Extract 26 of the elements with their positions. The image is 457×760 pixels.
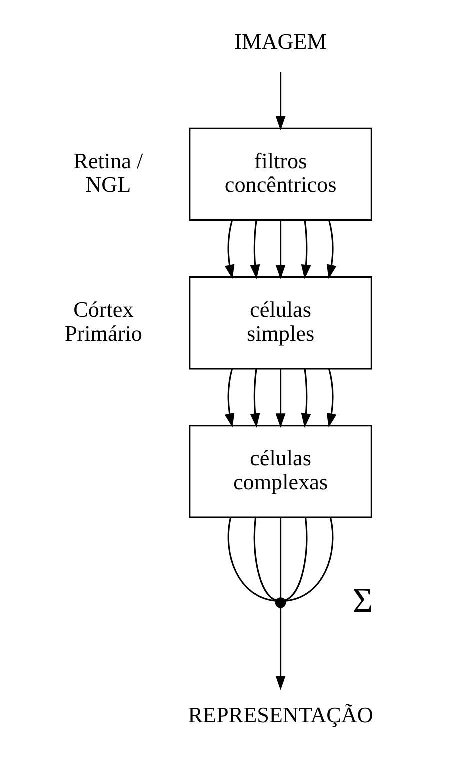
connector bbox=[253, 518, 276, 602]
label: Retina / NGL bbox=[73, 148, 143, 198]
arrow bbox=[326, 368, 336, 428]
arrow bbox=[224, 368, 234, 428]
label: Córtex Primário bbox=[64, 297, 142, 346]
label: Σ bbox=[352, 580, 373, 620]
arrow bbox=[250, 220, 260, 280]
arrow bbox=[300, 369, 311, 428]
connector bbox=[227, 518, 276, 602]
connector bbox=[279, 518, 282, 598]
node-text: REPRESENTAÇÃO bbox=[188, 702, 373, 728]
arrow bbox=[275, 220, 286, 280]
node-text: IMAGEM bbox=[234, 29, 326, 54]
connector bbox=[284, 518, 334, 602]
node-box: células simples bbox=[188, 276, 372, 370]
arrow bbox=[326, 220, 336, 280]
arrow bbox=[275, 608, 286, 690]
arrow bbox=[250, 369, 260, 428]
arrow bbox=[275, 369, 286, 428]
arrow bbox=[300, 220, 311, 280]
connector bbox=[284, 518, 308, 602]
arrow bbox=[224, 220, 234, 280]
node-circle bbox=[274, 598, 286, 608]
arrow bbox=[275, 72, 286, 131]
node-box: filtros concêntricos bbox=[188, 128, 372, 222]
node-box: células complexas bbox=[188, 425, 372, 518]
